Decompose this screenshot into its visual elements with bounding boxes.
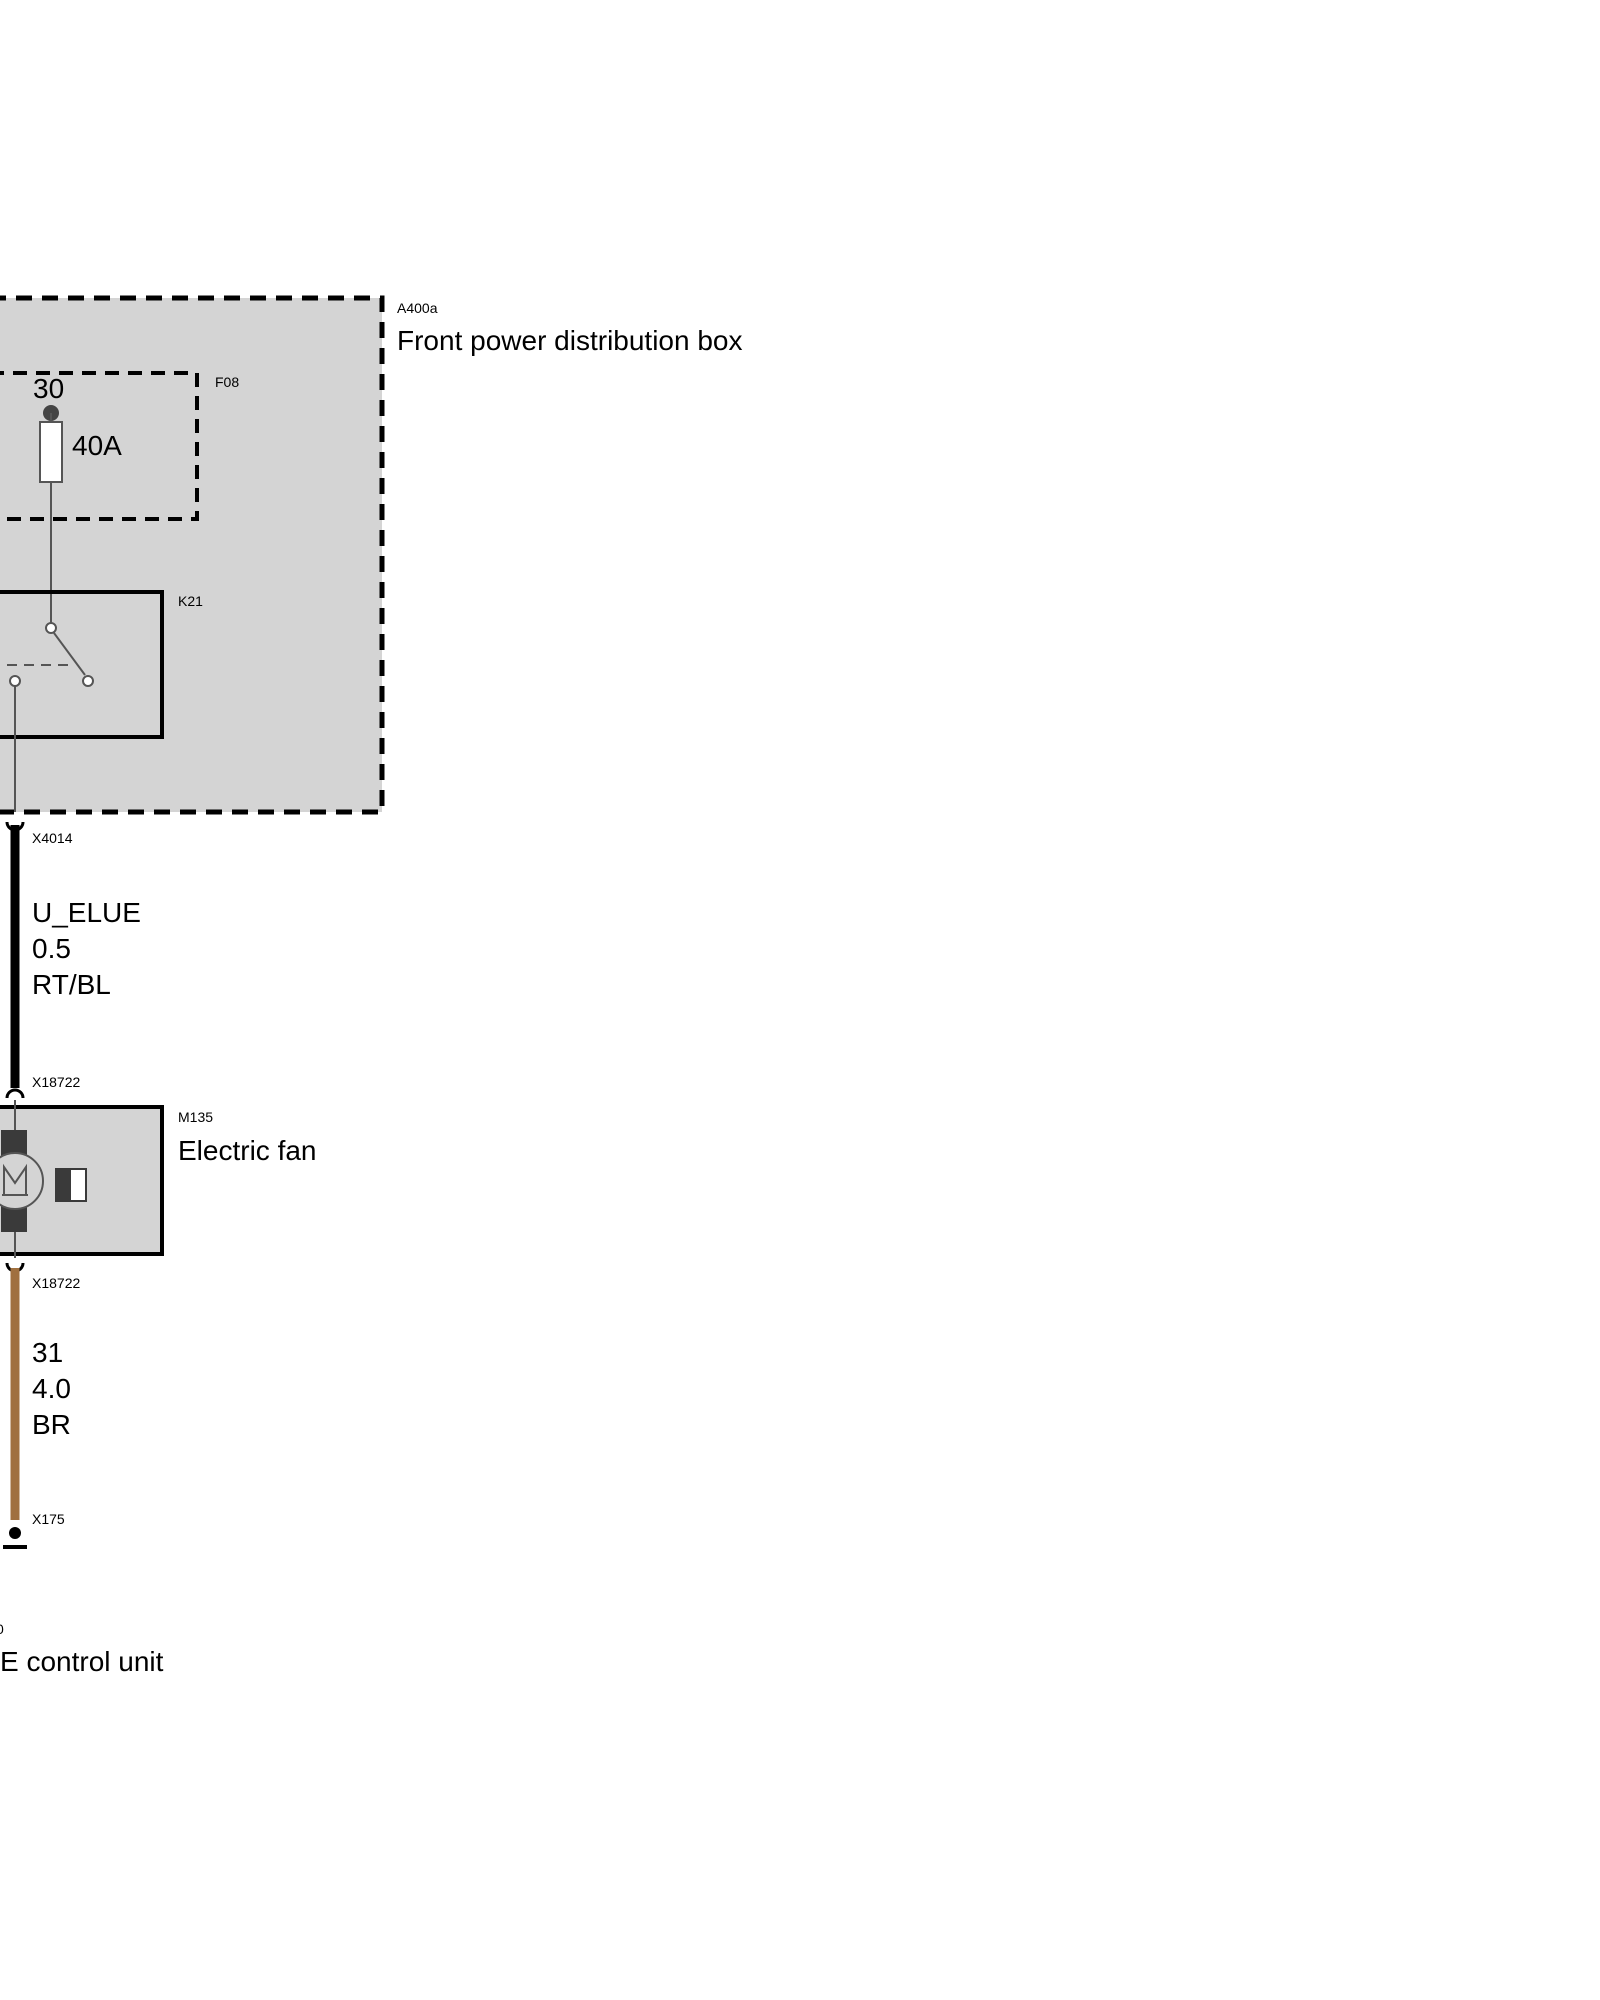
fan-terminal-bottom	[1, 1206, 27, 1232]
relay-code: K21	[178, 593, 203, 609]
fuse-terminal: 30	[33, 373, 64, 404]
relay-contact-no	[82, 675, 94, 687]
fan-title: Electric fan	[178, 1135, 317, 1166]
control-unit-code: 0	[0, 1621, 4, 1637]
relay-box	[0, 590, 164, 739]
signal-wire-gauge: 0.5	[32, 933, 71, 964]
connector-x18722-top	[5, 1088, 25, 1099]
distribution-box-code: A400a	[397, 300, 438, 316]
fuse-rating: 40A	[72, 430, 122, 461]
ground-wire-name: 31	[32, 1337, 63, 1368]
fuse-box	[0, 371, 199, 521]
fan-terminal-top	[1, 1130, 27, 1156]
connector-x18722-bottom-label: X18722	[32, 1275, 80, 1291]
relay-contact-out	[9, 675, 21, 687]
signal-wire-color: RT/BL	[32, 969, 111, 1000]
ground-wire-gauge: 4.0	[32, 1373, 71, 1404]
motor-m-glyph	[3, 1163, 27, 1195]
ground-wire-color: BR	[32, 1409, 71, 1440]
control-unit-title: E control unit	[0, 1646, 164, 1677]
distribution-box	[0, 295, 385, 815]
relay-contact-common	[45, 622, 57, 634]
fuse-element	[39, 421, 63, 483]
connector-x18722-top-label: X18722	[32, 1074, 80, 1090]
distribution-box-title: Front power distribution box	[397, 325, 743, 356]
fuse-code: F08	[215, 374, 239, 390]
connector-x4014-label: X4014	[32, 830, 73, 846]
fan-code: M135	[178, 1109, 213, 1125]
relay-switch-arm	[53, 632, 86, 676]
ground-point-dot	[9, 1527, 21, 1539]
ground-connector-label: X175	[32, 1511, 65, 1527]
fan-blade-icon-fill	[56, 1169, 71, 1201]
signal-wire-name: U_ELUE	[32, 897, 141, 928]
